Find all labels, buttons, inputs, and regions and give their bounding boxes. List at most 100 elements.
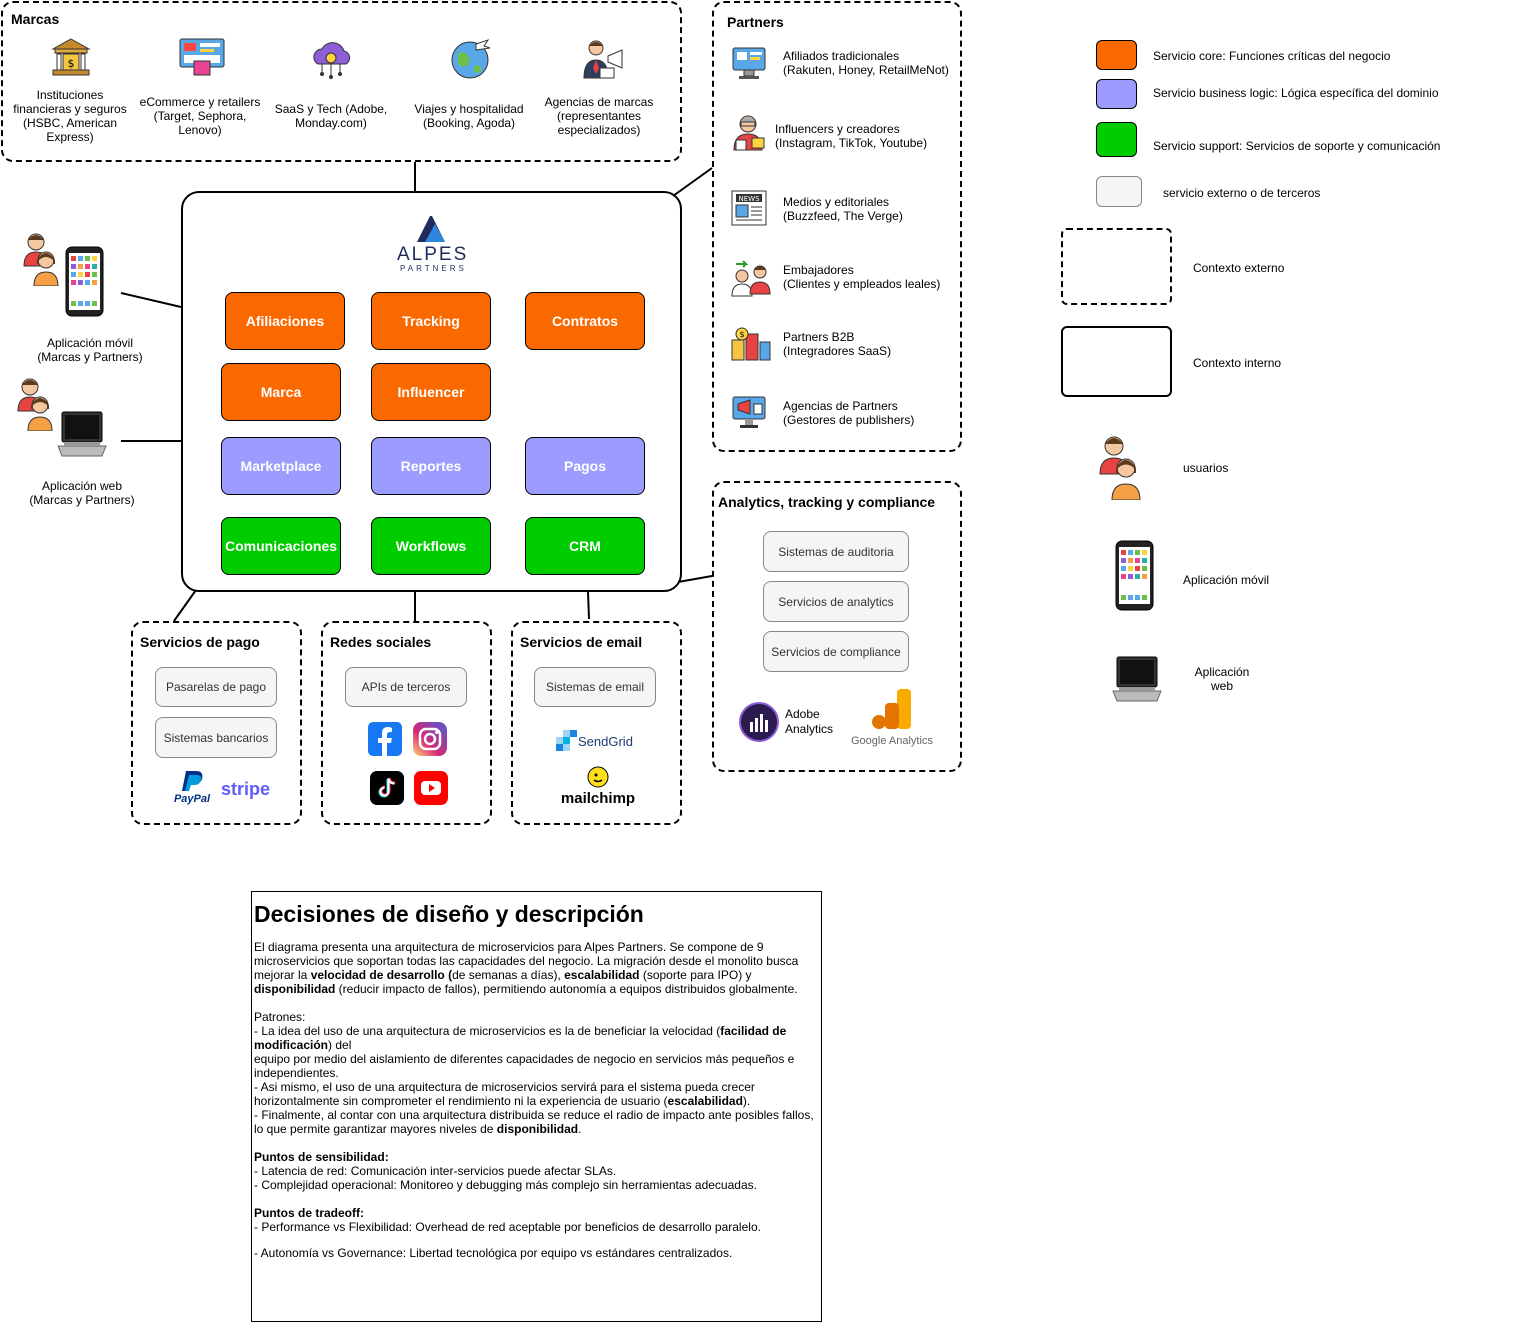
pagos-context (131, 621, 302, 825)
notes-tradeoff: Puntos de tradeoff: - Performance vs Fle… (254, 1206, 761, 1260)
adobe-analytics-line2: Analytics (785, 722, 834, 736)
google-analytics-label: Google Analytics (851, 735, 933, 747)
partner-label-influencers: Influencers y creadores(Instagram, TikTo… (775, 122, 927, 150)
sistemas-auditoria-box[interactable]: Sistemas de auditoria (763, 531, 909, 572)
notes-patrones: Patrones: - La idea del uso de una arqui… (254, 1010, 814, 1136)
stripe-logo: stripe (221, 779, 271, 799)
pasarelas-pago-box[interactable]: Pasarelas de pago (155, 667, 277, 707)
service-workflows[interactable]: Workflows (371, 517, 491, 575)
users-icon-web (16, 377, 56, 436)
adobe-analytics-line1: Adobe (785, 707, 820, 721)
instagram-icon[interactable] (413, 722, 447, 761)
legend-users-icon (1098, 434, 1144, 505)
marca-label-viajes: Viajes y hospitalidad (Booking, Agoda) (414, 102, 524, 130)
servicios-analytics-box[interactable]: Servicios de analytics (763, 581, 909, 622)
legend-support-text: Servicio support: Servicios de soporte y… (1153, 139, 1441, 153)
partners-context (712, 1, 962, 452)
mobile-app-audience: (Marcas y Partners) (37, 350, 143, 364)
partner-label-embajadores: Embajadores(Clientes y empleados leales) (783, 263, 940, 291)
paypal-text: PayPal (173, 793, 211, 805)
analytics-title: Analytics, tracking y compliance (718, 494, 936, 510)
legend-ctx-ext-swatch (1061, 228, 1172, 305)
sistemas-bancarios-box[interactable]: Sistemas bancarios (155, 717, 277, 758)
legend-users-text: usuarios (1183, 461, 1229, 475)
tiktok-icon[interactable] (370, 771, 404, 810)
influencer-icon (728, 112, 768, 159)
marcas-title: Marcas (11, 11, 60, 27)
google-analytics-icon (871, 689, 915, 736)
redes-context (321, 621, 492, 825)
partner-agency-icon (730, 394, 770, 435)
news-icon: NEWS (730, 188, 770, 233)
partner-agencias-name: Agencias de Partners (783, 399, 898, 413)
partner-medios-examples: (Buzzfeed, The Verge) (783, 209, 903, 223)
web-app-audience: (Marcas y Partners) (29, 493, 135, 507)
service-afiliaciones[interactable]: Afiliaciones (225, 292, 345, 350)
legend-mobile-text: Aplicación móvil (1183, 573, 1270, 587)
globe-plane-icon (450, 38, 492, 85)
redes-title: Redes sociales (330, 634, 432, 650)
web-app-label: Aplicación web(Marcas y Partners) (12, 479, 152, 507)
apis-terceros-box[interactable]: APIs de terceros (345, 667, 467, 707)
service-contratos[interactable]: Contratos (525, 292, 645, 350)
ambassador-icon (730, 258, 772, 303)
partner-b2b-examples: (Integradores SaaS) (783, 344, 892, 358)
service-tracking[interactable]: Tracking (371, 292, 491, 350)
cloud-gear-icon (310, 38, 354, 85)
alpes-logo-icon (411, 210, 453, 249)
mailchimp-logo: mailchimp (556, 766, 640, 807)
partner-label-medios: Medios y editoriales(Buzzfeed, The Verge… (783, 195, 903, 223)
legend-web-line1: Aplicación (1194, 665, 1250, 679)
service-reportes[interactable]: Reportes (371, 437, 491, 495)
service-pagos[interactable]: Pagos (525, 437, 645, 495)
partner-agencias-examples: (Gestores de publishers) (783, 413, 915, 427)
paypal-logo: PayPal (172, 769, 212, 805)
sendgrid-logo: SendGrid (556, 730, 633, 752)
legend-support-swatch (1096, 122, 1137, 157)
partner-influencers-name: Influencers y creadores (775, 122, 900, 136)
svg-text:$: $ (68, 57, 75, 70)
legend-ctx-int-swatch (1061, 326, 1172, 397)
web-app-name: Aplicación web (41, 479, 123, 493)
marca-label-saas: SaaS y Tech (Adobe, Monday.com) (274, 102, 388, 130)
marca-label-ecommerce: eCommerce y retailers (Target, Sephora, … (139, 95, 261, 137)
youtube-icon[interactable] (414, 771, 448, 810)
legend-bl-text: Servicio business logic: Lógica específi… (1153, 86, 1439, 100)
svg-text:$: $ (739, 330, 744, 339)
pagos-title: Servicios de pago (140, 634, 260, 650)
design-notes: Decisiones de diseño y descripción El di… (251, 891, 822, 1322)
service-crm[interactable]: CRM (525, 517, 645, 575)
ecommerce-icon (178, 37, 226, 84)
partners-title: Partners (727, 14, 784, 30)
service-marketplace[interactable]: Marketplace (221, 437, 341, 495)
legend-ctx-ext-text: Contexto externo (1193, 261, 1285, 275)
users-icon-mobile (22, 232, 62, 291)
svg-text:NEWS: NEWS (738, 195, 760, 203)
legend-ext-swatch (1096, 176, 1142, 207)
alpes-core-context (181, 191, 682, 592)
alpes-logo-text: ALPES (397, 244, 469, 265)
marcas-context (1, 1, 682, 162)
marca-label-agencias: Agencias de marcas (representantes espec… (544, 95, 654, 137)
analytics-context (712, 481, 962, 772)
legend-mobile-icon (1115, 540, 1155, 617)
email-title: Servicios de email (520, 634, 643, 650)
servicios-compliance-box[interactable]: Servicios de compliance (763, 631, 909, 672)
service-influencer[interactable]: Influencer (371, 363, 491, 421)
legend-laptop-icon (1111, 655, 1163, 710)
facebook-icon[interactable] (368, 722, 402, 761)
partner-label-b2b: Partners B2B(Integradores SaaS) (783, 330, 891, 358)
notes-sensibilidad: Puntos de sensibilidad: - Latencia de re… (254, 1150, 757, 1192)
service-marca[interactable]: Marca (221, 363, 341, 421)
mobile-app-label: Aplicación móvil(Marcas y Partners) (20, 336, 160, 364)
partner-embajadores-name: Embajadores (783, 263, 854, 277)
agency-icon (580, 38, 624, 87)
legend-ext-text: servicio externo o de terceros (1163, 186, 1321, 200)
sistemas-email-box[interactable]: Sistemas de email (534, 667, 656, 707)
mailchimp-text: mailchimp (560, 790, 636, 807)
service-comunicaciones[interactable]: Comunicaciones (221, 517, 341, 575)
b2b-icon: $ (730, 326, 772, 367)
bank-icon: $ (51, 37, 91, 82)
notes-title: Decisiones de diseño y descripción (254, 901, 644, 927)
